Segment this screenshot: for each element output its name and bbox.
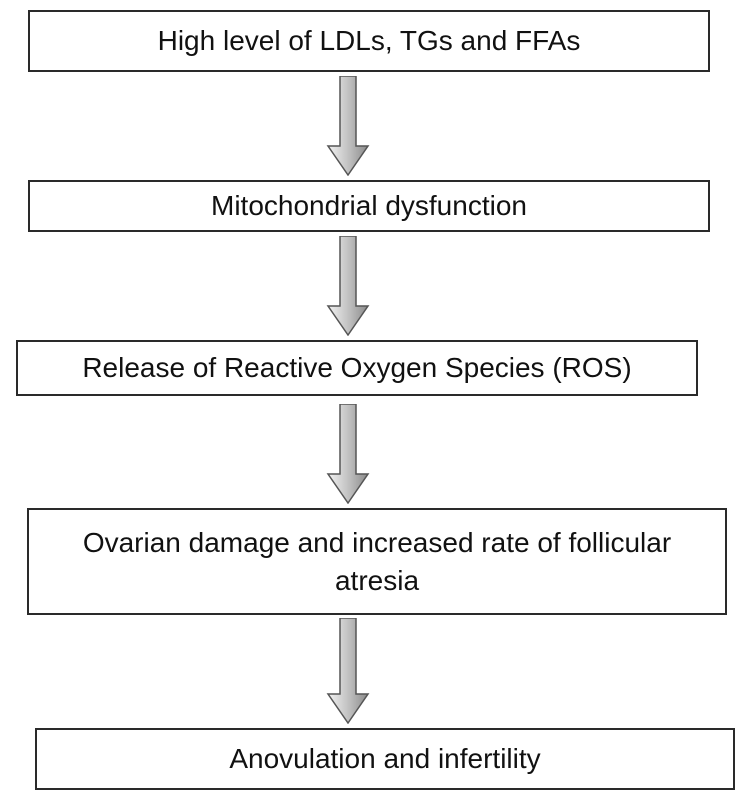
flow-step-label: Ovarian damage and increased rate of fol…	[82, 526, 672, 596]
flow-step-high-lipids: High level of LDLs, TGs and FFAs	[28, 10, 710, 72]
down-arrow-icon	[326, 404, 370, 504]
flow-step-label: Anovulation and infertility	[229, 743, 541, 775]
down-arrow-icon	[326, 618, 370, 724]
flow-step-ovarian-damage: Ovarian damage and increased rate of fol…	[27, 508, 727, 615]
flow-step-ros-release: Release of Reactive Oxygen Species (ROS)	[16, 340, 698, 396]
down-arrow-graphic	[326, 76, 370, 176]
down-arrow-graphic	[326, 618, 370, 724]
flow-step-anovulation-infertility: Anovulation and infertility	[35, 728, 735, 790]
flow-step-label: Mitochondrial dysfunction	[211, 190, 527, 222]
down-arrow-graphic	[326, 404, 370, 504]
flow-step-mitochondrial-dysfunction: Mitochondrial dysfunction	[28, 180, 710, 232]
down-arrow-graphic	[326, 236, 370, 336]
down-arrow-icon	[326, 76, 370, 176]
down-arrow-icon	[326, 236, 370, 336]
flow-step-label: High level of LDLs, TGs and FFAs	[157, 25, 581, 57]
flow-step-label: Release of Reactive Oxygen Species (ROS)	[82, 352, 632, 384]
